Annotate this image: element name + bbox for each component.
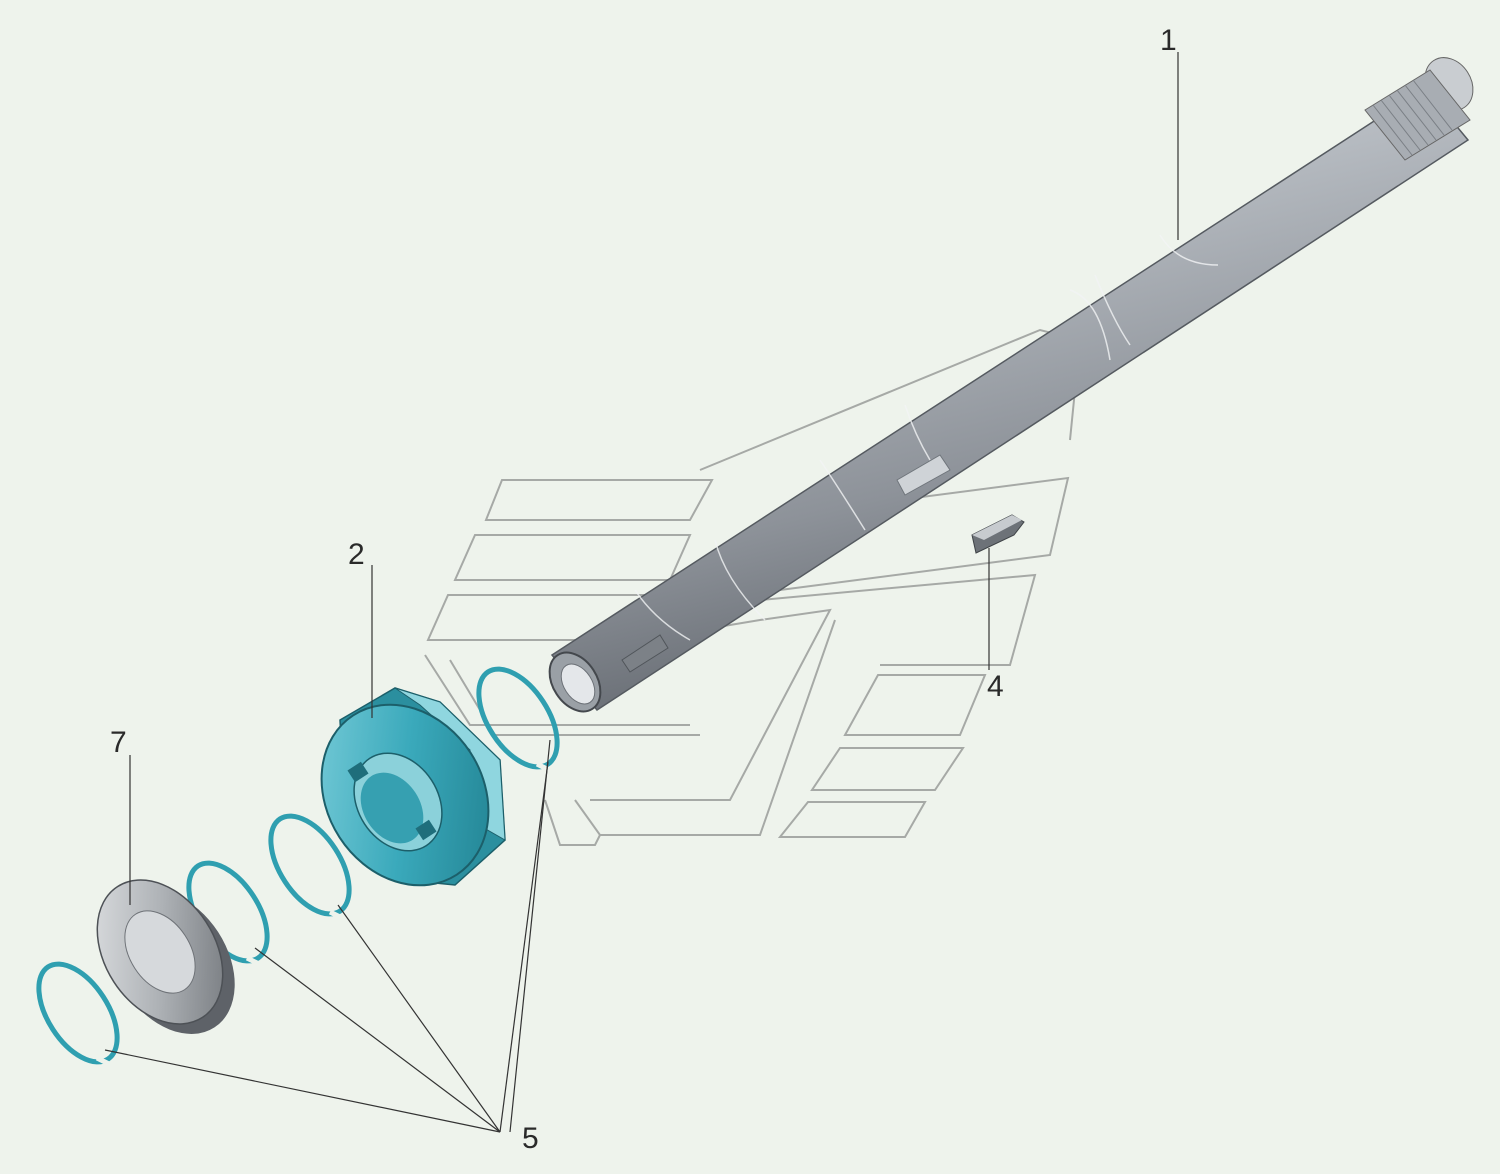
washer-icon <box>96 879 235 1034</box>
callout-1: 1 <box>1160 24 1177 57</box>
callout-4: 4 <box>987 670 1004 703</box>
teal-gear-icon <box>320 687 506 887</box>
callout-2: 2 <box>348 538 365 571</box>
callout-7: 7 <box>110 726 127 759</box>
key-icon <box>971 514 1025 554</box>
callout-5: 5 <box>522 1122 539 1155</box>
leader-lines <box>104 52 1179 1133</box>
ring-gap-marks <box>95 761 551 1067</box>
retaining-ring-icon <box>36 666 560 1065</box>
shaft-icon <box>548 57 1474 713</box>
